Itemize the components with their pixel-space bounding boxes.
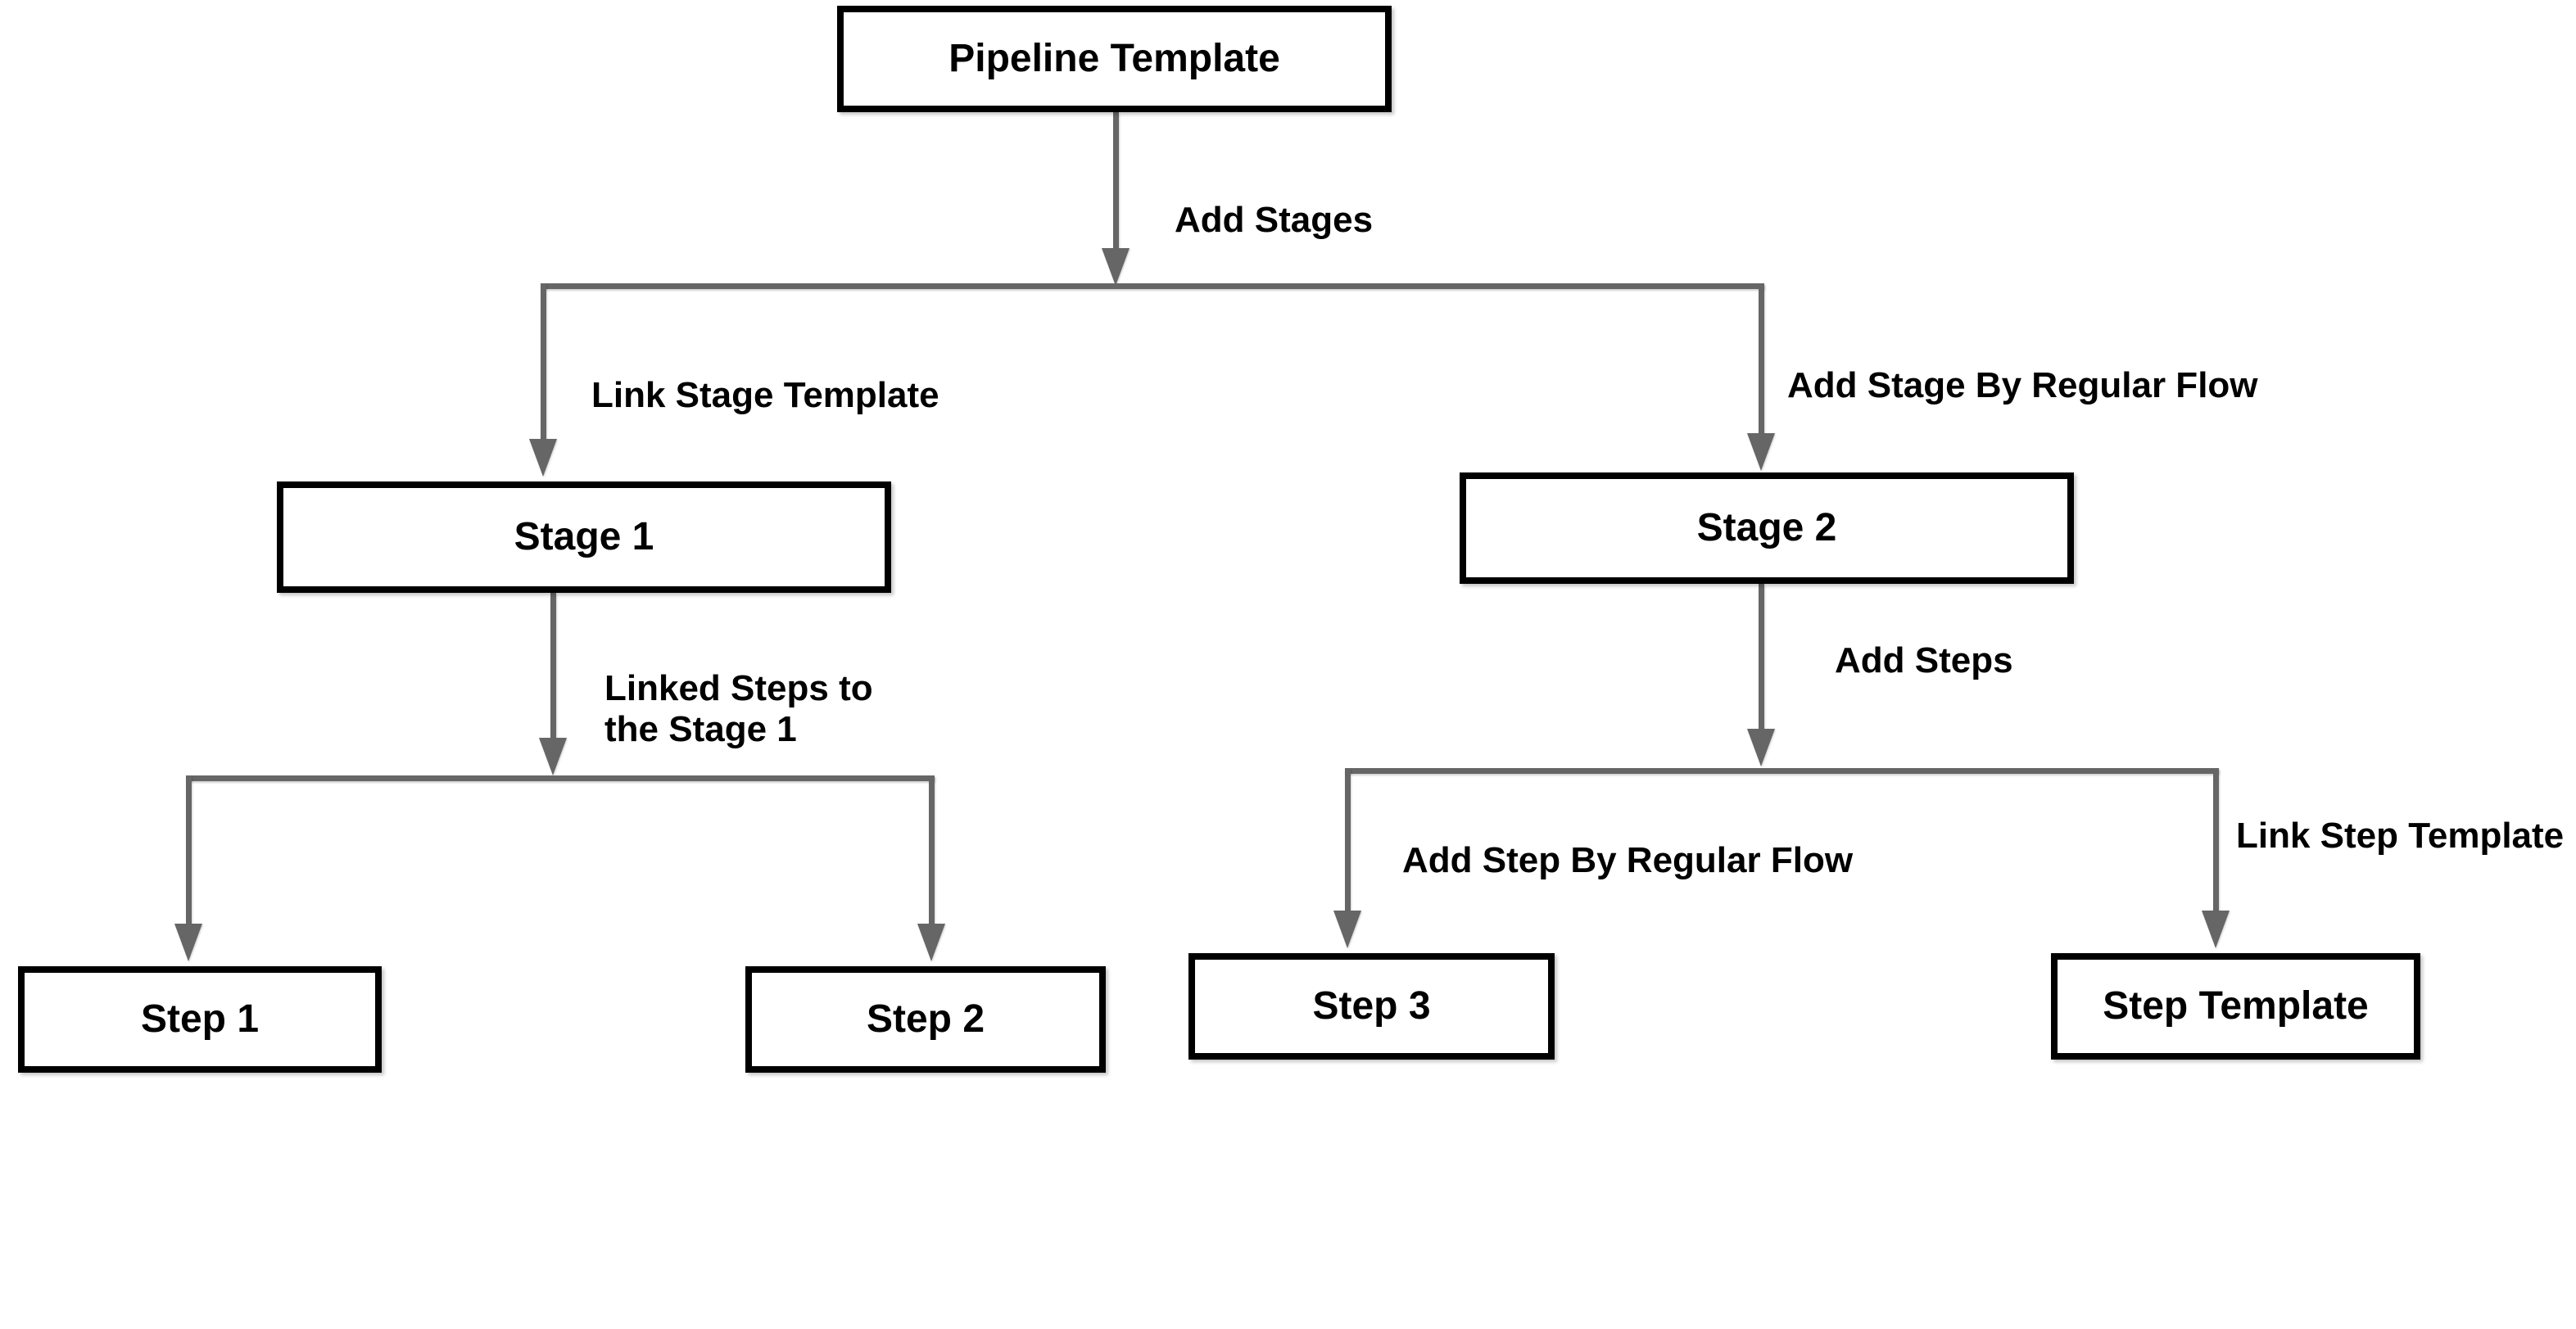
arrow-down-icon bbox=[1747, 729, 1775, 766]
node-label: Stage 1 bbox=[514, 515, 654, 558]
node-pipeline-template: Pipeline Template bbox=[837, 6, 1392, 112]
edge-to-step3-line bbox=[1345, 768, 1351, 911]
edge-to-step-template-line bbox=[2213, 768, 2219, 911]
edge-stage1-branch-line bbox=[186, 775, 935, 781]
edge-label-linked-steps-to-the-stage-1: Linked Steps to the Stage 1 bbox=[604, 668, 873, 749]
node-stage-1: Stage 1 bbox=[277, 481, 891, 593]
node-step-template: Step Template bbox=[2051, 953, 2420, 1060]
edge-to-step1-line bbox=[186, 775, 192, 924]
arrow-down-icon bbox=[529, 439, 557, 477]
edge-to-step2-line bbox=[929, 775, 935, 924]
node-step-2: Step 2 bbox=[745, 966, 1106, 1073]
arrow-down-icon bbox=[1747, 433, 1775, 471]
edge-stages-branch-line bbox=[541, 283, 1764, 289]
node-label: Stage 2 bbox=[1696, 506, 1837, 549]
edge-to-stage1-line bbox=[541, 283, 546, 439]
edge-pipeline-trunk-line bbox=[1113, 112, 1119, 248]
edge-to-stage2-line bbox=[1759, 283, 1764, 433]
node-label: Step 2 bbox=[866, 997, 985, 1041]
edge-stage1-trunk-line bbox=[550, 593, 556, 738]
arrow-down-icon bbox=[174, 924, 202, 961]
node-label: Step 1 bbox=[140, 997, 260, 1041]
edge-label-add-steps: Add Steps bbox=[1835, 640, 2013, 680]
edge-stage2-branch-line bbox=[1345, 768, 2219, 774]
edge-label-add-stages: Add Stages bbox=[1175, 200, 1374, 240]
edge-label-add-step-by-regular-flow: Add Step By Regular Flow bbox=[1402, 840, 1854, 880]
edge-label-link-step-template: Link Step Template bbox=[2236, 816, 2565, 856]
arrow-down-icon bbox=[2202, 911, 2230, 948]
node-label: Step Template bbox=[2103, 984, 2369, 1028]
edge-label-add-stage-by-regular-flow: Add Stage By Regular Flow bbox=[1787, 365, 2258, 405]
edge-stage2-trunk-line bbox=[1759, 584, 1764, 729]
arrow-down-icon bbox=[539, 738, 567, 775]
arrow-down-icon bbox=[1102, 248, 1130, 286]
node-stage-2: Stage 2 bbox=[1460, 472, 2074, 584]
arrow-down-icon bbox=[917, 924, 945, 961]
node-step-1: Step 1 bbox=[18, 966, 382, 1073]
arrow-down-icon bbox=[1333, 911, 1361, 948]
node-label: Pipeline Template bbox=[948, 37, 1280, 80]
edge-label-link-stage-template: Link Stage Template bbox=[591, 375, 939, 415]
node-step-3: Step 3 bbox=[1188, 953, 1555, 1060]
node-label: Step 3 bbox=[1312, 984, 1431, 1028]
